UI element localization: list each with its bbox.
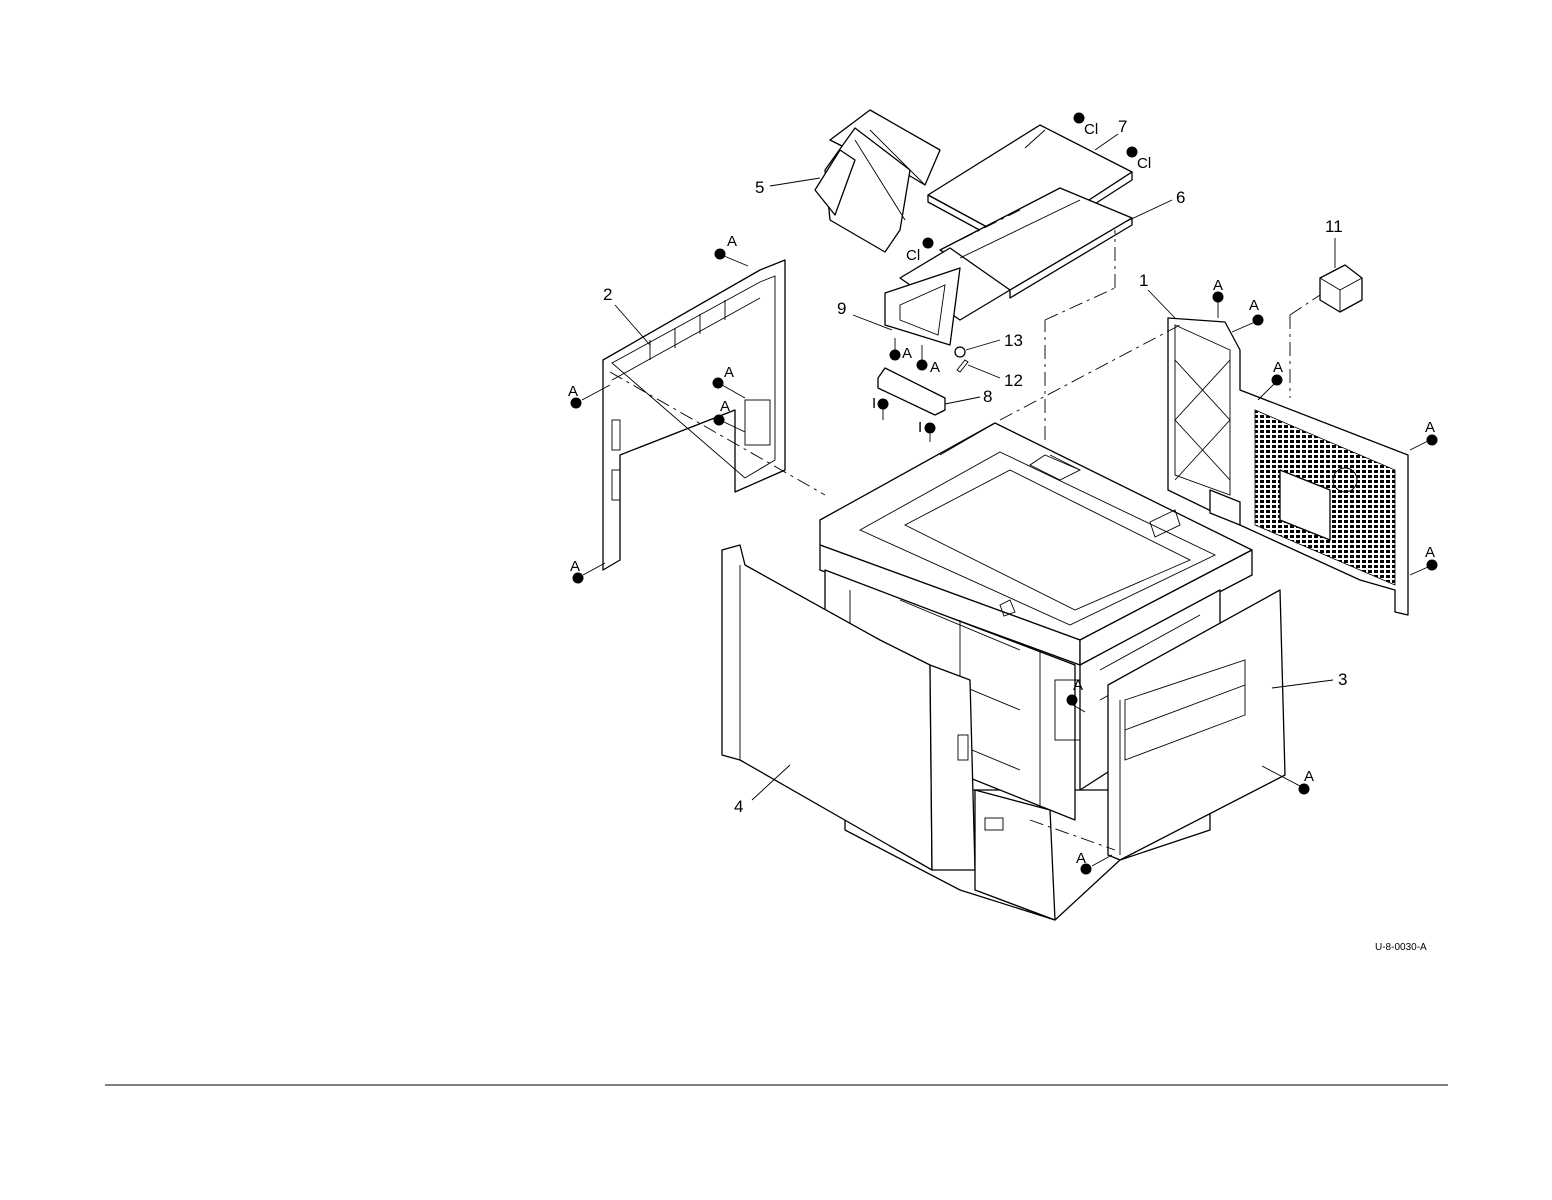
svg-text:I: I [918, 419, 922, 436]
lower-front-panel [975, 790, 1055, 920]
callout-9: 9 [837, 299, 846, 318]
clip-cl-2: Cl [1127, 147, 1152, 173]
screw-a-11: A [1410, 419, 1438, 450]
svg-text:I: I [872, 395, 876, 412]
screw-a-10: A [1258, 359, 1283, 400]
svg-text:Cl: Cl [906, 247, 920, 264]
part-5-top-cover [815, 110, 940, 252]
figure-id: U-8-0030-A [1375, 942, 1427, 953]
svg-text:A: A [1425, 419, 1435, 436]
screw-a-12: A [1410, 544, 1438, 575]
callout-5: 5 [755, 178, 764, 197]
clip-cl-1: Cl [1074, 113, 1099, 139]
callout-6: 6 [1176, 188, 1185, 207]
svg-text:Cl: Cl [1084, 121, 1098, 138]
svg-text:A: A [1213, 277, 1223, 294]
callout-12: 12 [1004, 371, 1023, 390]
svg-text:A: A [1273, 359, 1283, 376]
part-12-wire [957, 360, 968, 372]
svg-text:A: A [727, 233, 737, 250]
screw-a-6: A [890, 338, 913, 362]
svg-text:A: A [724, 364, 734, 381]
callout-2: 2 [603, 285, 612, 304]
screw-a-5: A [570, 558, 605, 584]
screw-a-7: A [917, 345, 941, 376]
screw-a-8: A [1213, 277, 1224, 318]
pin-i-2: I [918, 419, 936, 442]
callout-4: 4 [734, 797, 743, 816]
part-11-block [1320, 265, 1362, 312]
svg-text:A: A [720, 398, 730, 415]
svg-text:A: A [1425, 544, 1435, 561]
svg-text:Cl: Cl [1137, 155, 1151, 172]
callout-11: 11 [1325, 217, 1343, 236]
callout-13: 13 [1004, 331, 1023, 350]
callout-7: 7 [1118, 117, 1127, 136]
svg-text:A: A [570, 558, 580, 575]
callout-1: 1 [1139, 271, 1148, 290]
svg-text:A: A [902, 345, 912, 362]
svg-text:A: A [1076, 850, 1086, 867]
screw-a-9: A [1232, 297, 1264, 332]
svg-text:A: A [1073, 677, 1083, 694]
svg-text:A: A [1249, 297, 1259, 314]
callout-3: 3 [1338, 670, 1347, 689]
screw-a-1: A [715, 233, 749, 266]
svg-text:A: A [1304, 768, 1314, 785]
callout-8: 8 [983, 387, 992, 406]
svg-text:A: A [930, 359, 940, 376]
svg-text:A: A [568, 383, 578, 400]
pin-i-1: I [872, 395, 889, 420]
part-13-spring [955, 347, 965, 357]
left-side-cover [603, 260, 785, 570]
